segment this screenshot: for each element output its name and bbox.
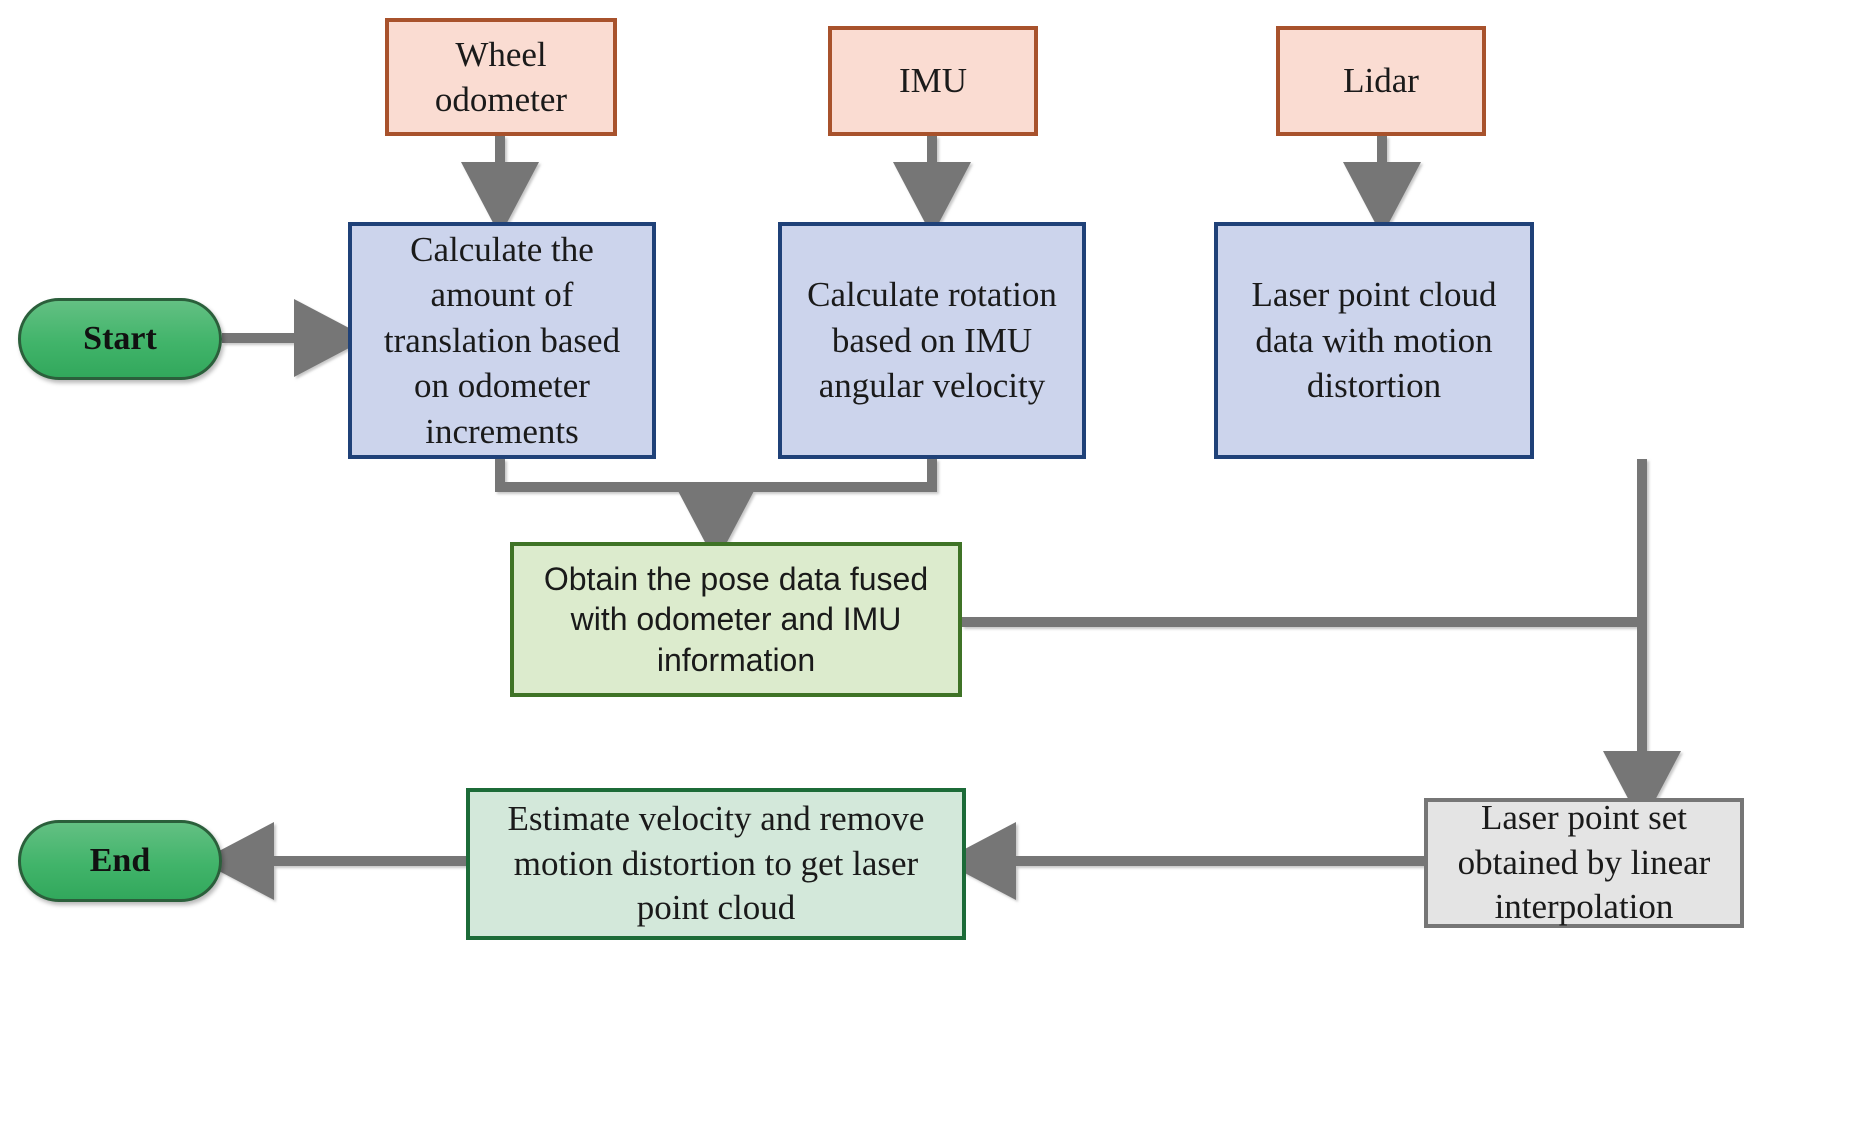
node-imu-label: IMU — [898, 61, 968, 101]
node-end[interactable]: End — [18, 820, 222, 902]
node-lidar-label: Lidar — [1343, 61, 1419, 101]
node-start[interactable]: Start — [18, 298, 222, 380]
node-fused-pose-label: Obtain the pose data fused with odometer… — [543, 560, 929, 678]
node-wheel-odometer[interactable]: Wheel odometer — [385, 18, 617, 136]
node-imu[interactable]: IMU — [828, 26, 1038, 136]
node-calculate-rotation[interactable]: Calculate rotation based on IMU angular … — [778, 222, 1086, 459]
node-undistorted-point-cloud[interactable]: Estimate velocity and remove motion dist… — [466, 788, 966, 940]
node-lidar[interactable]: Lidar — [1276, 26, 1486, 136]
node-raw-laser-point-cloud[interactable]: Laser point cloud data with motion disto… — [1214, 222, 1534, 459]
node-undistorted-point-cloud-label: Estimate velocity and remove motion dist… — [507, 798, 925, 928]
edge-merge-bus — [495, 459, 937, 492]
node-start-label: Start — [83, 320, 157, 357]
node-calculate-translation-label: Calculate the amount of translation base… — [383, 229, 621, 451]
node-interpolated-point-set[interactable]: Laser point set obtained by linear inter… — [1424, 798, 1744, 928]
node-raw-laser-point-cloud-label: Laser point cloud data with motion disto… — [1251, 275, 1497, 406]
node-fused-pose[interactable]: Obtain the pose data fused with odometer… — [510, 542, 962, 697]
node-interpolated-point-set-label: Laser point set obtained by linear inter… — [1457, 797, 1711, 927]
node-calculate-translation[interactable]: Calculate the amount of translation base… — [348, 222, 656, 459]
node-calculate-rotation-label: Calculate rotation based on IMU angular … — [807, 275, 1057, 406]
node-wheel-odometer-label: Wheel odometer — [434, 34, 568, 120]
node-end-label: End — [89, 842, 151, 879]
